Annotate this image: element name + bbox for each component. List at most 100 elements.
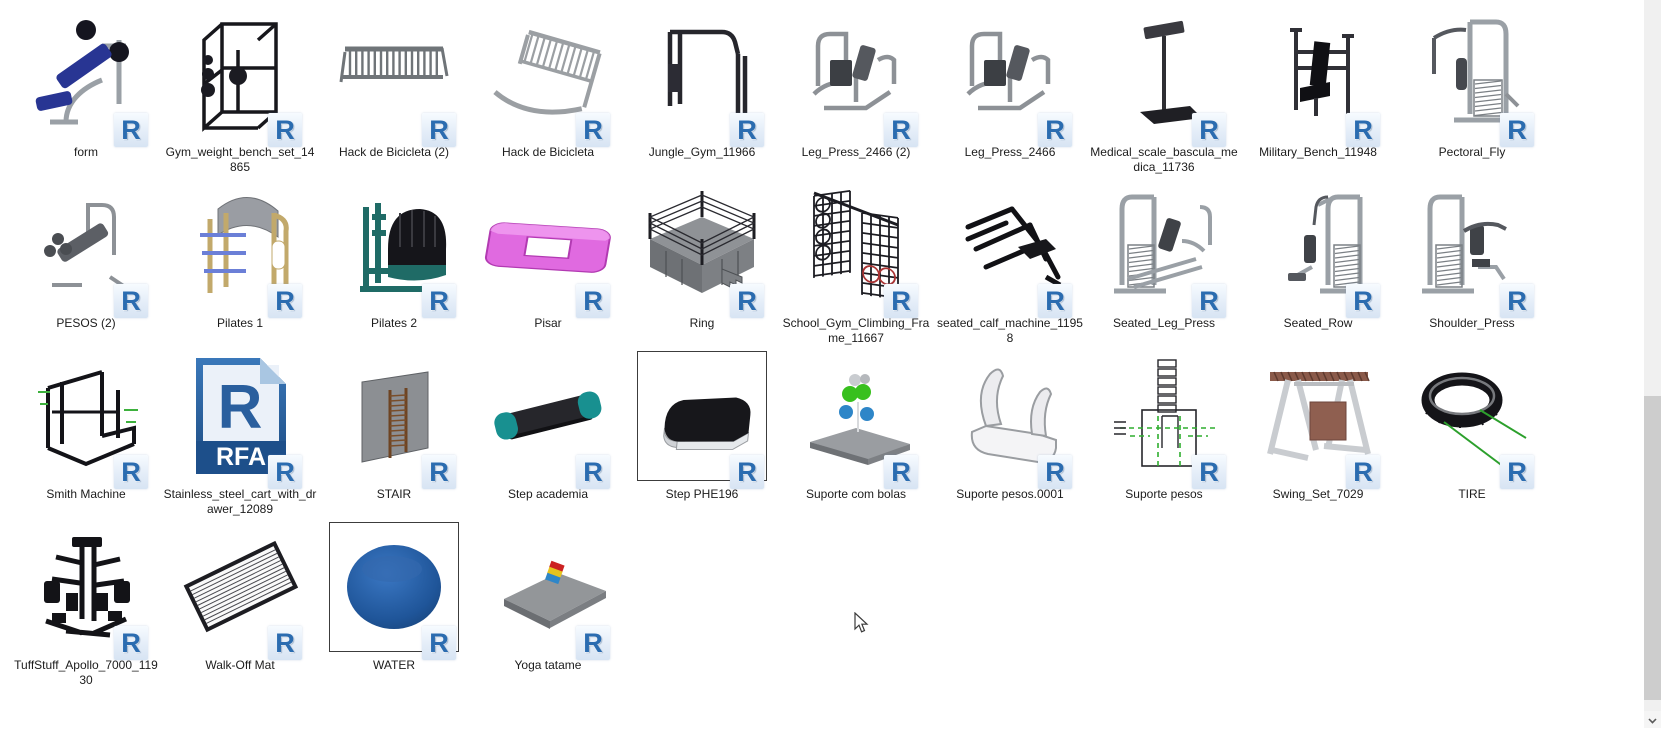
file-name: Suporte pesos.0001 (956, 487, 1064, 501)
revit-badge-icon: R (576, 455, 610, 489)
revit-badge-icon: R (1500, 113, 1534, 147)
revit-badge-icon: R (884, 455, 918, 489)
revit-badge-icon: R (1346, 113, 1380, 147)
file-name: School_Gym_Climbing_Fra me_11667 (782, 316, 930, 345)
file-name: Medical_scale_bascula_me dica_11736 (1090, 145, 1238, 174)
file-name: Yoga tatame (514, 658, 582, 672)
revit-badge-icon: R (114, 284, 148, 318)
file-name: Leg_Press_2466 (964, 145, 1056, 159)
file-thumbnail-jungle_gym: R (638, 10, 766, 147)
file-thumbnail-yoga_mat: R (484, 523, 612, 660)
revit-badge-icon: R (730, 455, 764, 489)
file-name: Gym_weight_bench_set_14 865 (165, 145, 315, 174)
revit-badge-icon: R (884, 113, 918, 147)
file-name: STAIR (376, 487, 412, 501)
file-thumbnail-weight_cradle: R (946, 352, 1074, 489)
file-thumbnail-calf_machine: R (946, 181, 1074, 318)
file-name: Hack de Bicicleta (501, 145, 595, 159)
file-thumbnail-plan_drawing: R (1100, 352, 1228, 489)
file-thumbnail-medical_scale: R (1100, 10, 1228, 147)
revit-badge-icon: R (1038, 113, 1072, 147)
file-name: Seated_Row (1283, 316, 1353, 330)
file-name: PESOS (2) (56, 316, 116, 330)
file-name: Step academia (507, 487, 589, 501)
file-name: Suporte pesos (1125, 487, 1203, 501)
revit-badge-icon: R (730, 113, 764, 147)
file-thumbnail-walkoff_mat: R (176, 523, 304, 660)
file-name: Shoulder_Press (1429, 316, 1515, 330)
revit-badge-icon: R (422, 284, 456, 318)
file-thumbnail-wall_ladder: R (330, 352, 458, 489)
file-thumbnail-swing_set: R (1254, 352, 1382, 489)
file-thumbnail-military_bench: R (1254, 10, 1382, 147)
scroll-down-button[interactable] (1644, 711, 1661, 728)
file-thumbnail-leg_press_machine: R (1100, 181, 1228, 318)
file-name: Jungle_Gym_11966 (648, 145, 756, 159)
file-name: Walk-Off Mat (205, 658, 275, 672)
file-name: Seated_Leg_Press (1112, 316, 1216, 330)
file-thumbnail-boxing_ring: R (638, 181, 766, 318)
revit-badge-icon: R (114, 113, 148, 147)
revit-badge-icon: R (114, 626, 148, 660)
file-thumbnail-step_ring: R (484, 181, 612, 318)
file-item[interactable]: R Pilates 2 (317, 179, 471, 350)
scrollbar-thumb[interactable] (1644, 396, 1661, 700)
file-name: Hack de Bicicleta (2) (338, 145, 450, 159)
file-thumbnail-incline_bench: R (22, 10, 150, 147)
file-name: seated_calf_machine_1195 8 (937, 316, 1083, 345)
revit-badge-icon: R (268, 626, 302, 660)
file-thumbnail-step_black: R (637, 351, 767, 489)
file-thumbnail-tire: R (1408, 352, 1536, 489)
revit-badge-icon: R (114, 455, 148, 489)
revit-badge-icon: R (1346, 455, 1380, 489)
revit-badge-icon: R (1500, 284, 1534, 318)
file-thumbnail-multi_gym: R (22, 523, 150, 660)
vertical-scrollbar[interactable] (1644, 0, 1661, 728)
file-name: Smith Machine (46, 487, 126, 501)
file-name: Swing_Set_7029 (1272, 487, 1364, 501)
file-thumbnail-ball_stand: R (792, 352, 920, 489)
file-name: Stainless_steel_cart_with_dr awer_12089 (163, 487, 317, 516)
file-thumbnail-leg_press: R (792, 10, 920, 147)
revit-badge-icon: R (884, 284, 918, 318)
file-name: form (74, 145, 98, 159)
file-name: Pilates 2 (370, 316, 418, 330)
revit-badge-icon: R (1038, 284, 1072, 318)
chevron-down-icon (1648, 711, 1657, 729)
